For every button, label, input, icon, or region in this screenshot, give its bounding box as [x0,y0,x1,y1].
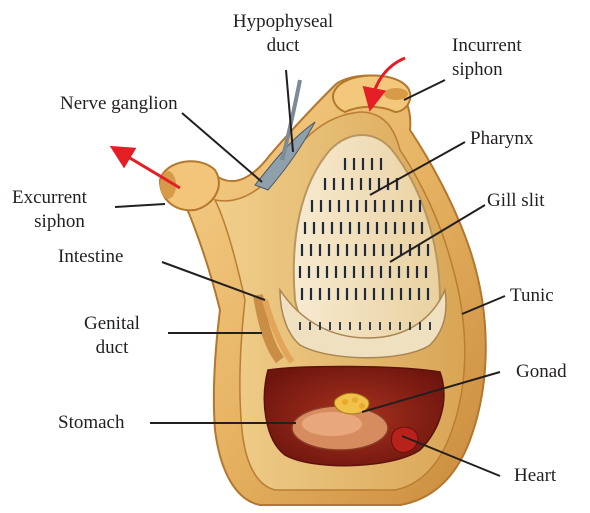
stomach-fold [302,412,362,436]
label-tunic: Tunic [510,284,554,308]
label-gonad: Gonad [516,360,567,384]
label-gill-slit: Gill slit [487,189,545,213]
label-incurrent-siphon: Incurrent siphon [452,34,522,82]
incurrent-opening [384,88,408,100]
label-excurrent-siphon: Excurrent siphon [12,186,107,234]
label-heart: Heart [514,464,556,488]
label-hypophyseal-duct: Hypophyseal duct [213,10,353,58]
label-nerve-ganglion: Nerve ganglion [60,92,178,116]
label-genital-duct: Genital duct [62,312,162,360]
label-pharynx: Pharynx [470,127,533,151]
label-intestine: Intestine [58,245,123,269]
label-stomach: Stomach [58,411,125,435]
